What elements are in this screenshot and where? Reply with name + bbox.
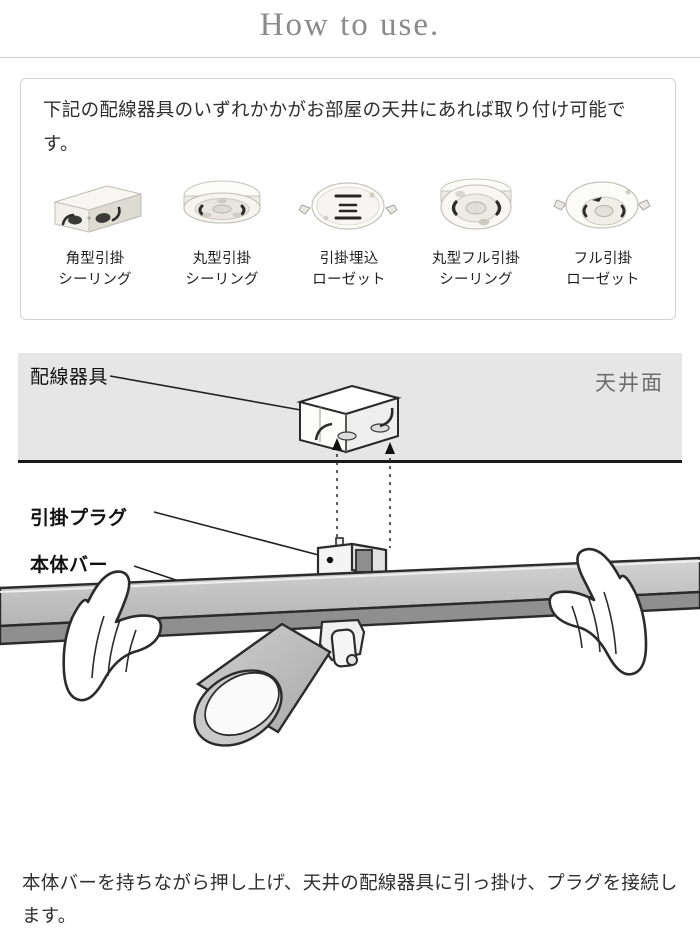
installation-illustration bbox=[0, 375, 700, 747]
device-caption-line2: シーリング bbox=[58, 272, 132, 288]
ceiling-surface-label: 天井面 bbox=[595, 372, 664, 395]
hook-plug bbox=[316, 537, 388, 578]
right-hand bbox=[548, 547, 648, 676]
compatibility-description: 下記の配線器具のいずれかかがお部屋の天井にあれば取り付け可能です。 bbox=[43, 99, 626, 154]
device-caption-line1: 丸型フル引掛 bbox=[431, 251, 521, 267]
header-divider bbox=[0, 57, 700, 58]
compatible-devices-box: 下記の配線器具のいずれかかがお部屋の天井にあれば取り付け可能です。 bbox=[20, 78, 676, 320]
alignment-guides bbox=[336, 454, 391, 548]
device-caption: 丸型引掛 シーリング bbox=[160, 249, 284, 291]
full-hook-rosette-icon bbox=[541, 171, 665, 243]
leader-hook-plug bbox=[153, 511, 334, 562]
round-full-hook-ceiling-icon bbox=[414, 171, 538, 243]
page-title: How to use. bbox=[259, 7, 441, 43]
ceiling-edge-line bbox=[18, 460, 682, 463]
left-hand bbox=[62, 570, 163, 702]
device-caption-line2: シーリング bbox=[439, 272, 513, 288]
device-caption-line2: ローゼット bbox=[312, 272, 386, 288]
device-caption-line1: フル引掛 bbox=[573, 251, 633, 267]
spotlight-fixture bbox=[193, 618, 366, 747]
device-item-flush-hook-rosette: 引掛埋込 ローゼット bbox=[287, 171, 411, 291]
leader-wiring-device bbox=[109, 375, 316, 416]
square-hook-ceiling-icon bbox=[33, 171, 157, 243]
device-caption-line2: シーリング bbox=[185, 272, 259, 288]
device-caption: 丸型フル引掛 シーリング bbox=[414, 249, 538, 291]
device-caption-line2: ローゼット bbox=[566, 272, 640, 288]
callout-hook-plug: 引掛プラグ bbox=[30, 508, 128, 529]
callout-body-bar: 本体バー bbox=[30, 555, 109, 576]
device-caption: フル引掛 ローゼット bbox=[541, 249, 665, 291]
device-caption: 引掛埋込 ローゼット bbox=[287, 249, 411, 291]
page-header: How to use. bbox=[0, 0, 700, 58]
ceiling-wiring-device bbox=[296, 384, 402, 454]
flush-hook-rosette-icon bbox=[287, 171, 411, 243]
device-item-full-hook-rosette: フル引掛 ローゼット bbox=[541, 171, 665, 291]
device-caption-line1: 丸型引掛 bbox=[192, 251, 252, 267]
device-list: 角型引掛 シーリング bbox=[33, 171, 665, 311]
footer-instruction: 本体バーを持ちながら押し上げ、天井の配線器具に引っ掛け、プラグを接続します。 bbox=[22, 872, 678, 926]
device-caption-line1: 引掛埋込 bbox=[319, 251, 379, 267]
callout-wiring-device: 配線器具 bbox=[30, 367, 109, 388]
device-caption: 角型引掛 シーリング bbox=[33, 249, 157, 291]
device-item-square-hook-ceiling: 角型引掛 シーリング bbox=[33, 171, 157, 291]
device-item-round-full-hook-ceiling: 丸型フル引掛 シーリング bbox=[414, 171, 538, 291]
device-item-round-hook-ceiling: 丸型引掛 シーリング bbox=[160, 171, 284, 291]
device-caption-line1: 角型引掛 bbox=[65, 251, 125, 267]
round-hook-ceiling-icon bbox=[160, 171, 284, 243]
